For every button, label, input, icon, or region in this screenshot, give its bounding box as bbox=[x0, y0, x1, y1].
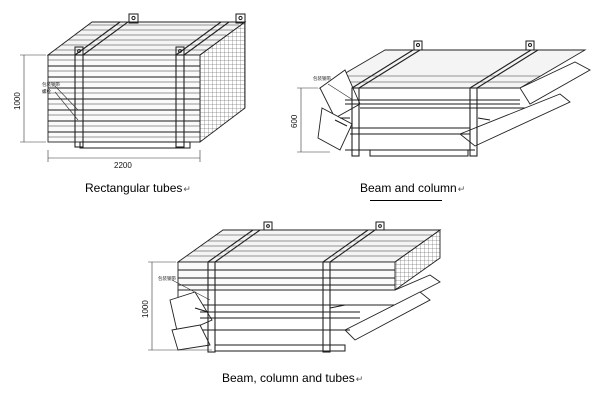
beam-callout-text: 包装钢带 bbox=[313, 75, 331, 82]
caption-rectangular-tubes: Rectangular tubes↵ bbox=[85, 181, 191, 195]
beam-lifting-lugs bbox=[413, 40, 535, 51]
combo-bottom-skid bbox=[214, 344, 346, 352]
combo-beam-left-end bbox=[169, 291, 213, 336]
width-dimension: 2200 bbox=[114, 161, 132, 170]
lifting-lugs bbox=[74, 13, 246, 56]
combo-lower-left-end bbox=[171, 324, 211, 351]
combo-dimension-lines bbox=[148, 261, 212, 351]
combo-lifting-lugs bbox=[263, 221, 385, 231]
beam-bottom-skid bbox=[369, 149, 469, 157]
paragraph-mark: ↵ bbox=[457, 184, 466, 194]
caption-text: Rectangular tubes bbox=[85, 181, 183, 195]
top-face-hatch bbox=[55, 24, 239, 51]
upper-beam-right-end bbox=[519, 61, 591, 105]
dimension-lines bbox=[20, 54, 201, 162]
combo-height-dimension: 1000 bbox=[141, 300, 150, 318]
figure-beam-and-column: 包装钢带 600 bbox=[290, 40, 591, 157]
caption-beam-and-column: Beam and column↵ bbox=[360, 181, 465, 195]
paragraph-mark: ↵ bbox=[355, 374, 364, 384]
combo-callout-leader bbox=[171, 279, 211, 301]
lower-beam-left-end bbox=[317, 107, 353, 151]
paragraph-mark: ↵ bbox=[183, 184, 191, 194]
combo-tube-front-face bbox=[177, 261, 396, 291]
height-dimension: 1000 bbox=[13, 92, 22, 110]
beam-top-flange bbox=[318, 49, 587, 89]
beam-height-dimension: 600 bbox=[290, 114, 299, 128]
figure-beam-column-tubes: 包装钢带 1000 bbox=[141, 221, 442, 353]
caption-text: Beam, column and tubes bbox=[222, 371, 355, 385]
callout-bolt-text: 螺栓 bbox=[42, 88, 51, 95]
caption-text: Beam and column bbox=[360, 181, 457, 195]
combo-steel-straps bbox=[194, 229, 376, 353]
caption-beam-column-tubes: Beam, column and tubes↵ bbox=[222, 371, 363, 385]
tube-layers bbox=[48, 59, 200, 138]
caption-underline bbox=[370, 200, 442, 201]
figure-rectangular-tubes: 包装钢带 螺栓 1000 2200 bbox=[13, 13, 247, 170]
callout-leaders bbox=[54, 85, 79, 121]
callout-strap-text: 包装钢带 bbox=[42, 81, 60, 88]
beam-steel-straps bbox=[334, 49, 539, 157]
beam-dimension-lines bbox=[297, 87, 330, 153]
combo-beam-right-end bbox=[344, 291, 431, 341]
beam-callout-leader bbox=[327, 83, 354, 101]
bottom-skid bbox=[79, 141, 191, 149]
combo-callout-text: 包装钢带 bbox=[158, 275, 176, 282]
